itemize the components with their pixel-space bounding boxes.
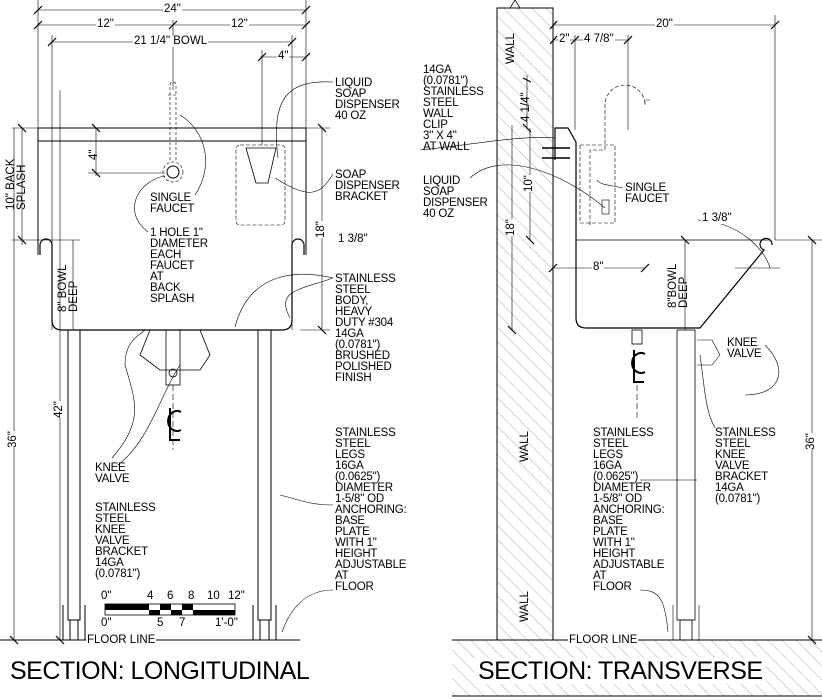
dim-clip: 2" — [558, 33, 571, 45]
centerline-symbol-icon — [631, 350, 646, 383]
longitudinal-dimension-lines — [0, 0, 330, 645]
dim-rim: 1 3/8" — [701, 212, 733, 224]
dim-36: 36" — [805, 433, 817, 450]
dim-clip-height: 4 1/4" — [520, 92, 532, 122]
title-longitudinal: SECTION: LONGITUDINAL — [10, 657, 310, 685]
dim-overall-width: 24" — [163, 3, 182, 15]
leader-lines — [111, 81, 334, 633]
dim-faucet: 4 7/8" — [583, 33, 615, 45]
dim-bowl-deep: 8"BOWL DEEP — [667, 263, 690, 308]
scale-bottom-1ft: 1'-0" — [215, 617, 238, 629]
label-legs: STAINLESS STEEL LEGS 16GA (0.0625") DIAM… — [335, 427, 407, 593]
scale-bottom-5: 5 — [157, 617, 164, 629]
scale-top-4: 4 — [146, 590, 155, 602]
scale-top-8: 8 — [187, 590, 196, 602]
label-knee-bracket: STAINLESS STEEL KNEE VALVE BRACKET 14GA … — [95, 502, 156, 580]
transverse-wall — [452, 0, 822, 697]
label-floor-line: FLOOR LINE — [86, 634, 157, 646]
dim-faucet-drop: 4" — [88, 149, 100, 160]
scale-top-10: 10 — [206, 590, 221, 602]
label-wall-middle: WALL — [519, 431, 531, 462]
dim-depth: 20" — [655, 18, 674, 30]
dim-half-right: 12" — [230, 18, 249, 30]
label-knee-bracket: STAINLESS STEEL KNEE VALVE BRACKET 14GA … — [715, 427, 776, 505]
dim-36: 36" — [7, 431, 19, 448]
scale-bottom-7: 7 — [179, 617, 186, 629]
label-floor-line: FLOOR LINE — [568, 634, 639, 646]
dim-half-left: 12" — [96, 18, 115, 30]
label-single-faucet: SINGLE FAUCET — [625, 182, 670, 205]
label-body: STAINLESS STEEL BODY, HEAVY DUTY #304 14… — [335, 273, 396, 384]
label-wall-clip: 14GA (0.0781") STAINLESS STEEL WALL CLIP… — [423, 64, 484, 153]
longitudinal-sink — [37, 81, 307, 641]
dim-back-splash: 10" BACK SPLASH — [5, 158, 28, 210]
transverse-sink — [542, 84, 773, 641]
scale-bottom-0: 0" — [101, 617, 112, 629]
label-hole: 1 HOLE 1" DIAMETER EACH FAUCET AT BACK S… — [150, 227, 208, 305]
label-liquid-soap: LIQUID SOAP DISPENSER 40 OZ — [423, 175, 488, 220]
label-knee-valve: KNEE VALVE — [727, 337, 762, 360]
dim-bowl-width: 21 1/4" BOWL — [133, 35, 209, 47]
dim-10: 10" — [523, 175, 535, 192]
dim-dispenser-offset: 4" — [277, 50, 290, 62]
dim-18: 18" — [505, 219, 517, 236]
scale-top-6: 6 — [166, 590, 175, 602]
title-transverse: SECTION: TRANSVERSE — [475, 658, 766, 684]
label-knee-valve: KNEE VALVE — [95, 462, 130, 485]
label-single-faucet: SINGLE FAUCET — [150, 192, 195, 215]
scale-top-12: 12" — [227, 590, 246, 602]
label-legs: STAINLESS STEEL LEGS 16GA (0.0625") DIAM… — [593, 427, 665, 593]
label-wall-bottom: WALL — [519, 591, 531, 622]
label-soap-bracket: SOAP DISPENSER BRACKET — [335, 169, 400, 203]
centerline-symbol-icon — [167, 408, 182, 441]
scale-bar — [104, 603, 236, 616]
label-wall-top: WALL — [505, 33, 517, 64]
dim-rim: 1 3/8" — [337, 233, 369, 245]
dim-42: 42" — [53, 401, 65, 418]
dim-bowl-deep: 8" BOWL DEEP — [57, 264, 80, 312]
scale-top-0: 0" — [100, 590, 113, 602]
dim-8: 8" — [592, 261, 605, 273]
dim-18: 18" — [315, 221, 327, 238]
label-liquid-soap: LIQUID SOAP DISPENSER 40 OZ — [335, 77, 400, 122]
